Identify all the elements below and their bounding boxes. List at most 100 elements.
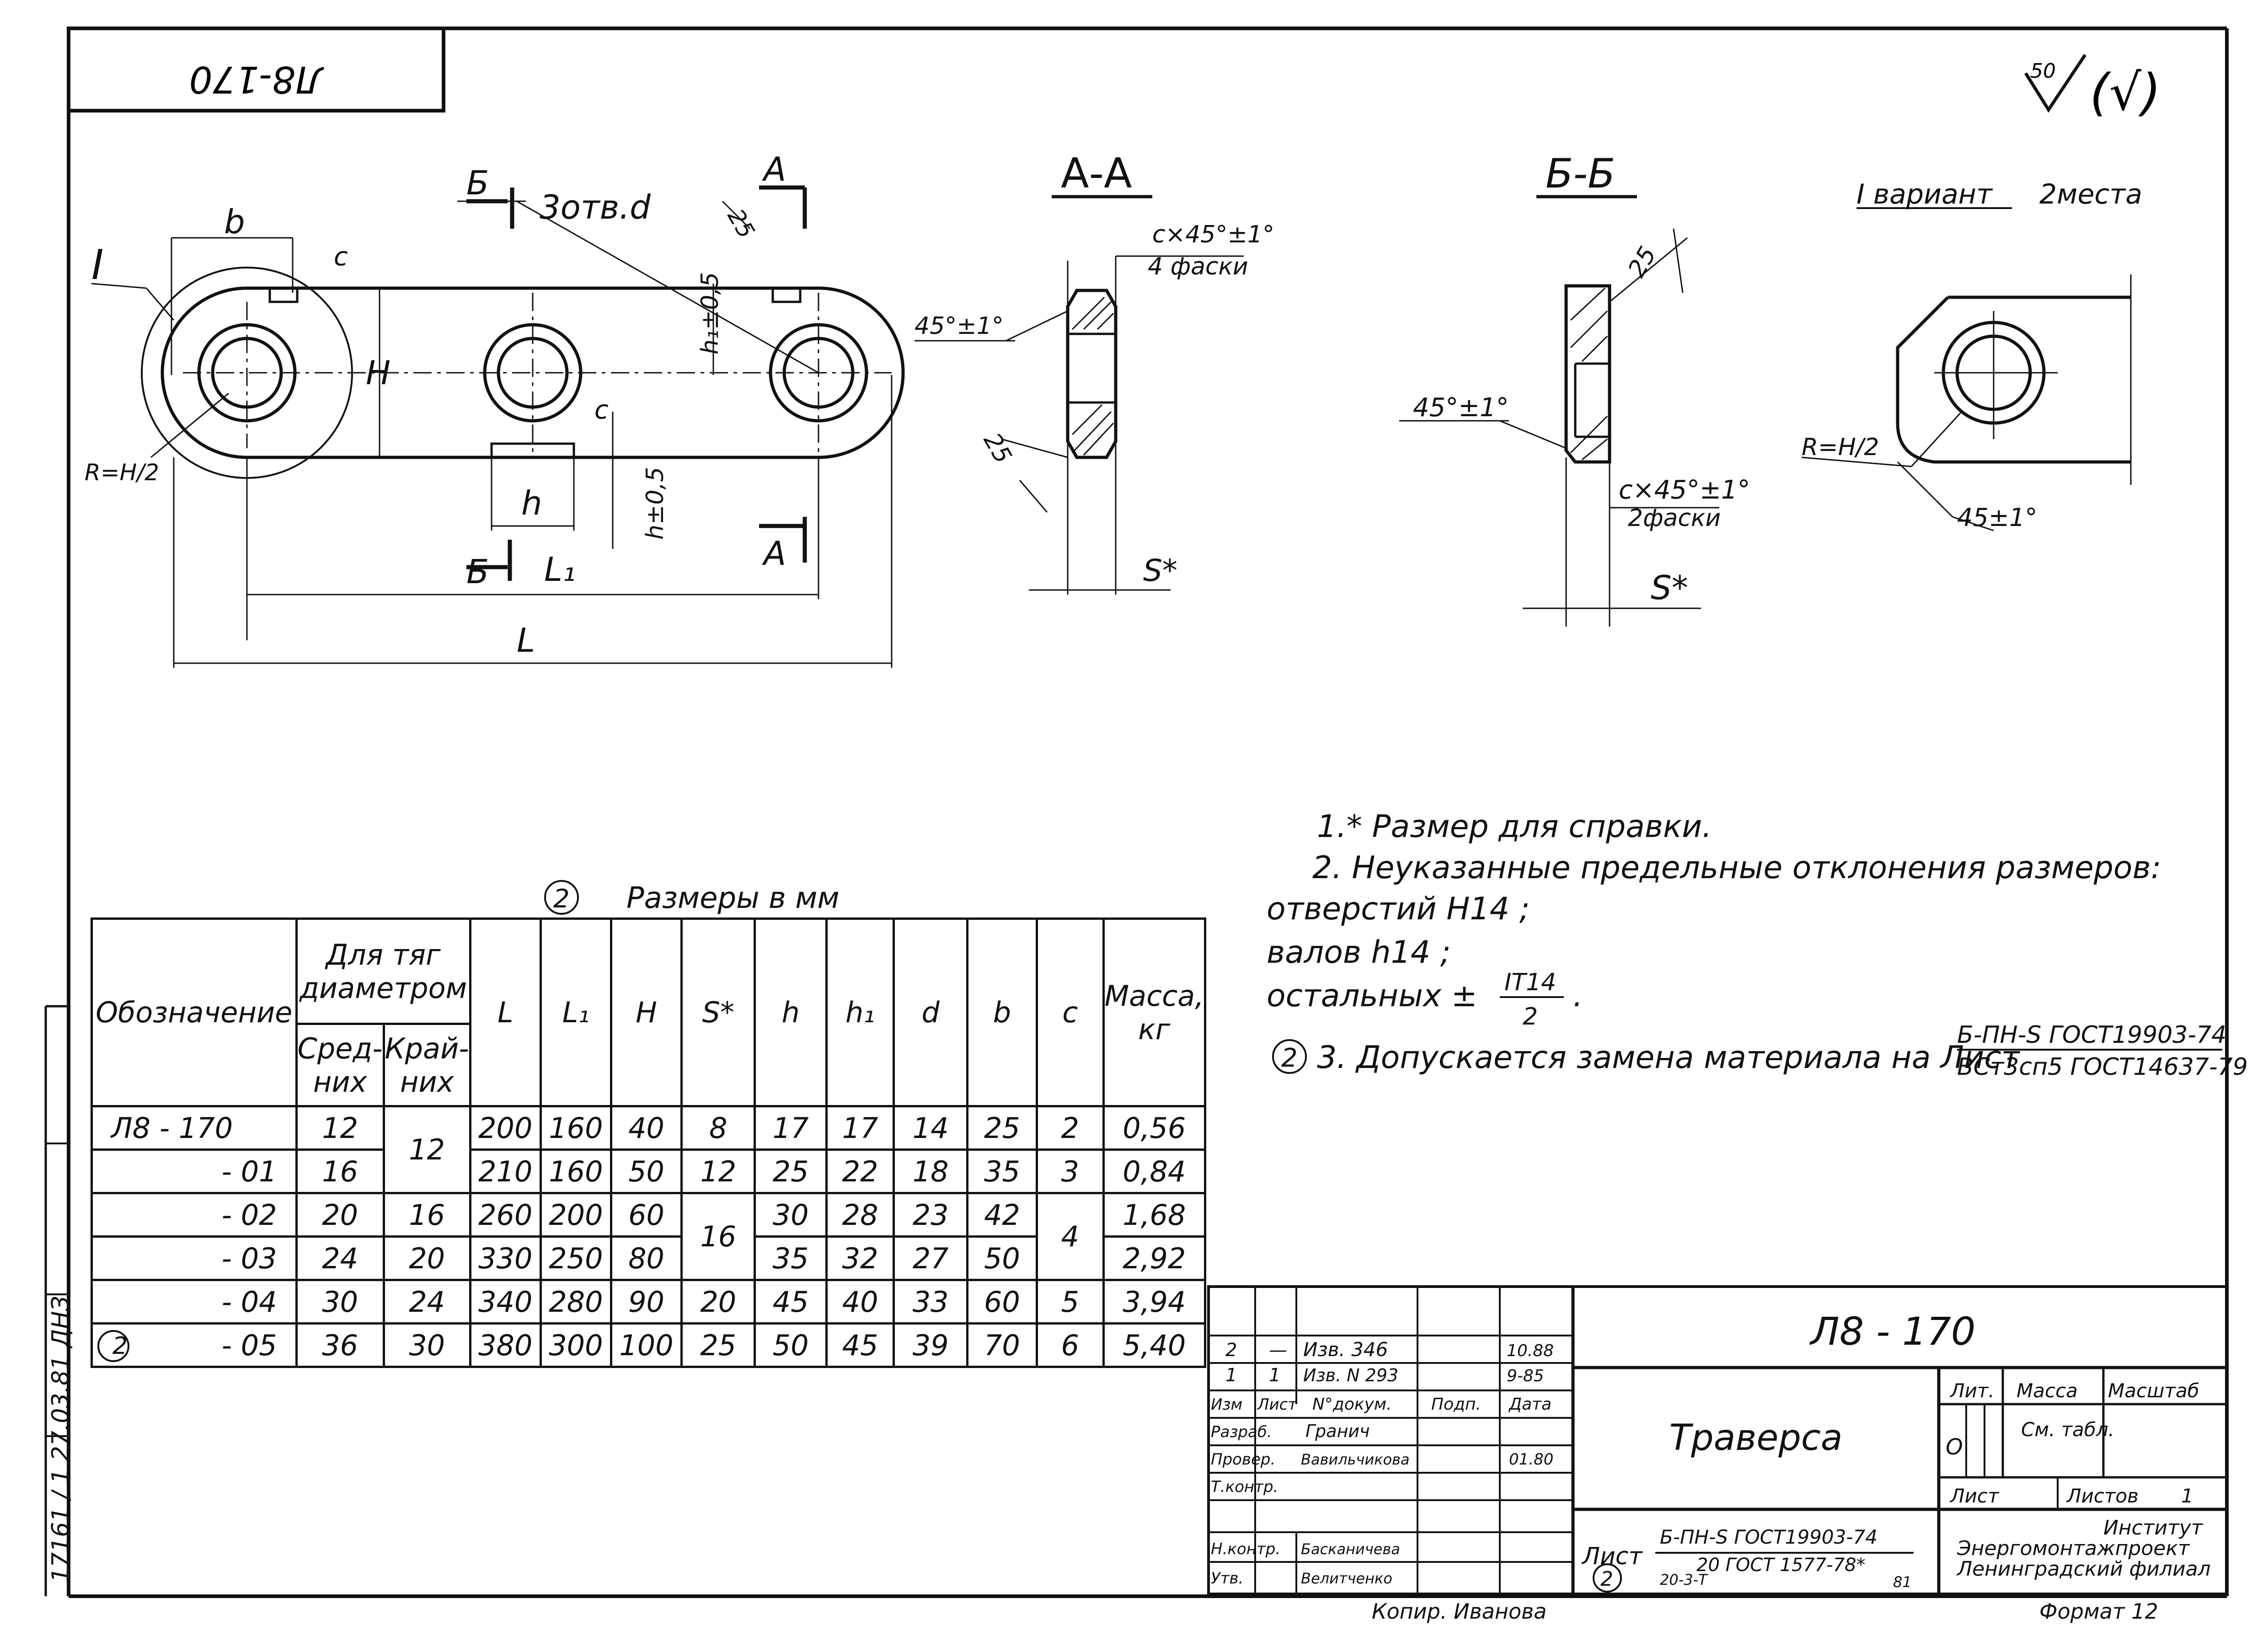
note-2-shafts: валов h14 ;	[1267, 934, 1451, 971]
cell-L1: 300	[539, 1322, 612, 1368]
svg-text:.: .	[1573, 978, 1583, 1014]
th-designation: Обозначение	[91, 917, 298, 1107]
dim-l: L	[517, 621, 535, 660]
cell-edge: 24	[382, 1279, 471, 1325]
cell-S: 25	[680, 1322, 756, 1368]
tb-rev-sheet-1: 1	[1269, 1365, 1280, 1386]
cell-b: 42	[966, 1192, 1038, 1238]
cell-edge: 16	[382, 1192, 471, 1238]
tb-rev-doc-2: Изв. 346	[1303, 1338, 1388, 1361]
tb-name: Траверса	[1669, 1417, 1842, 1459]
row-designation-text: - 05	[221, 1328, 277, 1362]
section-bb-labels: 25 45°±1° c×45°±1° 2фаски S*	[1413, 242, 1750, 607]
tb-mass-value: См. табл.	[2021, 1418, 2114, 1441]
row-designation: - 02	[91, 1192, 298, 1238]
tb-role-4: Н.контр.	[1211, 1540, 1280, 1558]
format-label: Формат 12	[2039, 1599, 2158, 1624]
tb-name-1: Вавильчикова	[1301, 1451, 1410, 1468]
cell-H: 40	[610, 1105, 683, 1151]
cell-S: 16	[680, 1192, 756, 1281]
variant-detail	[1801, 274, 2132, 531]
tb-hdr-sign: Подп.	[1431, 1395, 1481, 1414]
tb-sheets-label: Листов	[2066, 1485, 2139, 1507]
tb-lit-value: О	[1946, 1434, 1963, 1460]
holes-label: 3отв.d	[540, 188, 651, 226]
roughness-25-main: 25	[722, 204, 760, 243]
dim-b: b	[224, 203, 245, 241]
row-designation: - 01	[91, 1148, 298, 1194]
roughness-extra: (√)	[2090, 63, 2161, 122]
cell-h1: 28	[825, 1192, 895, 1238]
dim-c2: c	[594, 395, 609, 425]
bb-chamfer-note: c×45°±1°	[1619, 475, 1750, 505]
th-L1: L₁	[539, 917, 612, 1107]
dim-c: c	[334, 242, 348, 272]
th-h: h	[754, 917, 828, 1107]
cell-d: 33	[893, 1279, 968, 1325]
tb-scale-label: Масштаб	[2108, 1379, 2199, 1402]
tb-role-5: Утв.	[1211, 1569, 1243, 1588]
cell-h: 50	[754, 1322, 828, 1368]
cell-mid: 24	[295, 1235, 385, 1281]
cell-h: 17	[754, 1105, 828, 1151]
th-rod-mid: Сред-них	[295, 1023, 385, 1107]
copy-label: Копир. Иванова	[1372, 1599, 1547, 1624]
cell-mass: 3,94	[1102, 1279, 1207, 1325]
cell-b: 60	[966, 1279, 1038, 1325]
margin-stamp: 17161 / 1 27.03.81 ДНЗ	[47, 1296, 75, 1583]
note-3-mark: 2	[1281, 1043, 1298, 1073]
variant-title: I вариант	[1856, 178, 1993, 210]
cell-H: 90	[610, 1279, 683, 1325]
th-h1: h₁	[825, 917, 895, 1107]
tb-material-year: 81	[1893, 1573, 1912, 1591]
cell-d: 14	[893, 1105, 968, 1151]
cell-H: 80	[610, 1235, 683, 1281]
tb-rev-doc-1: Изв. N 293	[1303, 1365, 1398, 1385]
title-block: Л8 - 170 Траверса 2 — Изв. 346 10.88 1 1…	[1207, 1285, 2229, 1596]
cell-S: 8	[680, 1105, 756, 1151]
cell-L: 210	[469, 1148, 542, 1194]
top-code-text: Л8-170	[189, 58, 325, 101]
cell-S: 12	[680, 1148, 756, 1194]
aa-chamfer-note: c×45°±1°	[1152, 221, 1274, 248]
dim-l1: L₁	[544, 550, 576, 589]
cell-L: 330	[469, 1235, 542, 1281]
aa-chamfer-count: 4 фаски	[1148, 253, 1248, 280]
tb-lit-label: Лит.	[1949, 1379, 1995, 1402]
cell-h: 45	[754, 1279, 828, 1325]
cell-edge: 20	[382, 1235, 471, 1281]
cell-h1: 40	[825, 1279, 895, 1325]
tb-org3: Ленинградский филиал	[1956, 1557, 2211, 1581]
cell-b: 25	[966, 1105, 1038, 1151]
bb-thickness: S*	[1651, 569, 1688, 607]
cell-H: 50	[610, 1148, 683, 1194]
section-aa-title: А-А	[1061, 150, 1132, 198]
cell-S: 20	[680, 1279, 756, 1325]
tb-sheets-value: 1	[2181, 1485, 2193, 1507]
cell-mid: 12	[295, 1105, 385, 1151]
bb-angle: 45°±1°	[1413, 393, 1509, 423]
cell-mass: 2,92	[1102, 1235, 1207, 1281]
cell-L: 380	[469, 1322, 542, 1368]
tb-code: Л8 - 170	[1809, 1309, 1976, 1354]
cell-H: 60	[610, 1192, 683, 1238]
bb-roughness: 25	[1623, 242, 1662, 282]
variant-labels: I вариант 2места R=H/2 45±1°	[1802, 178, 2142, 532]
tb-rev-num-1: 1	[1225, 1365, 1237, 1386]
note-2-frac-bottom: 2	[1523, 1003, 1538, 1030]
top-code-box: Л8-170	[67, 27, 445, 113]
th-L: L	[469, 917, 542, 1107]
tb-role-0: Разраб.	[1211, 1423, 1272, 1441]
dim-h2: h±0,5	[642, 467, 669, 540]
dim-r: R=H/2	[85, 459, 159, 486]
cell-c: 5	[1035, 1279, 1105, 1325]
th-rod-group: Для тяг диаметром	[295, 917, 471, 1025]
cell-c: 3	[1035, 1148, 1105, 1194]
th-mass: Масса, кг	[1102, 917, 1207, 1107]
cell-mid: 20	[295, 1192, 385, 1238]
variant-radius: R=H/2	[1802, 434, 1879, 461]
tb-name-5: Велитченко	[1301, 1570, 1392, 1587]
tb-org2: Энергомонтажпроект	[1957, 1537, 2190, 1560]
dim-h-upper: H	[366, 354, 390, 392]
